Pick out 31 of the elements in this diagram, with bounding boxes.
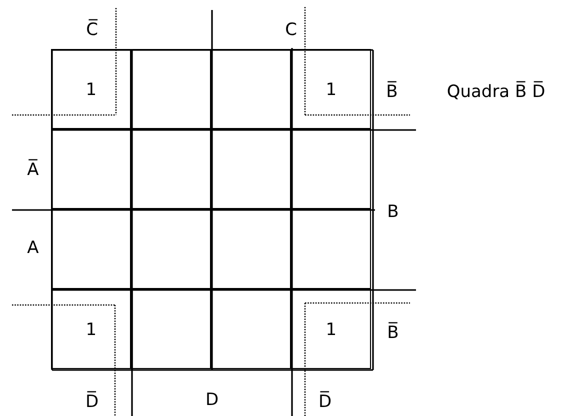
map-cell [131,209,212,290]
map-cell [211,49,292,130]
map-cell [211,129,292,210]
cell-value: 1 [84,79,98,102]
map-cell [291,49,372,130]
map-cell [131,49,212,130]
map-cell [291,129,372,210]
cell-value: 1 [324,319,338,342]
map-cell [291,209,372,290]
variable-label: B̅ [387,322,399,344]
map-cell [51,129,132,210]
variable-label: B [387,201,399,223]
map-cell [211,209,292,290]
group-note: Quadra B̅ D̅ [446,81,546,103]
map-cell [291,289,372,370]
variable-label: D̅ [85,391,99,413]
map-cell [131,129,212,210]
variable-label: D̅ [318,391,332,413]
variable-label: A [27,237,39,259]
variable-label: D [205,389,219,411]
map-cell [211,289,292,370]
cell-value: 1 [84,319,98,342]
variable-label: A̅ [27,159,39,181]
map-cell [51,289,132,370]
variable-label: C̅ [86,19,98,41]
variable-label: B̅ [386,81,398,103]
map-cell [51,49,132,130]
map-cell [51,209,132,290]
map-cell [131,289,212,370]
variable-label: C [285,19,297,41]
cell-value: 1 [324,79,338,102]
